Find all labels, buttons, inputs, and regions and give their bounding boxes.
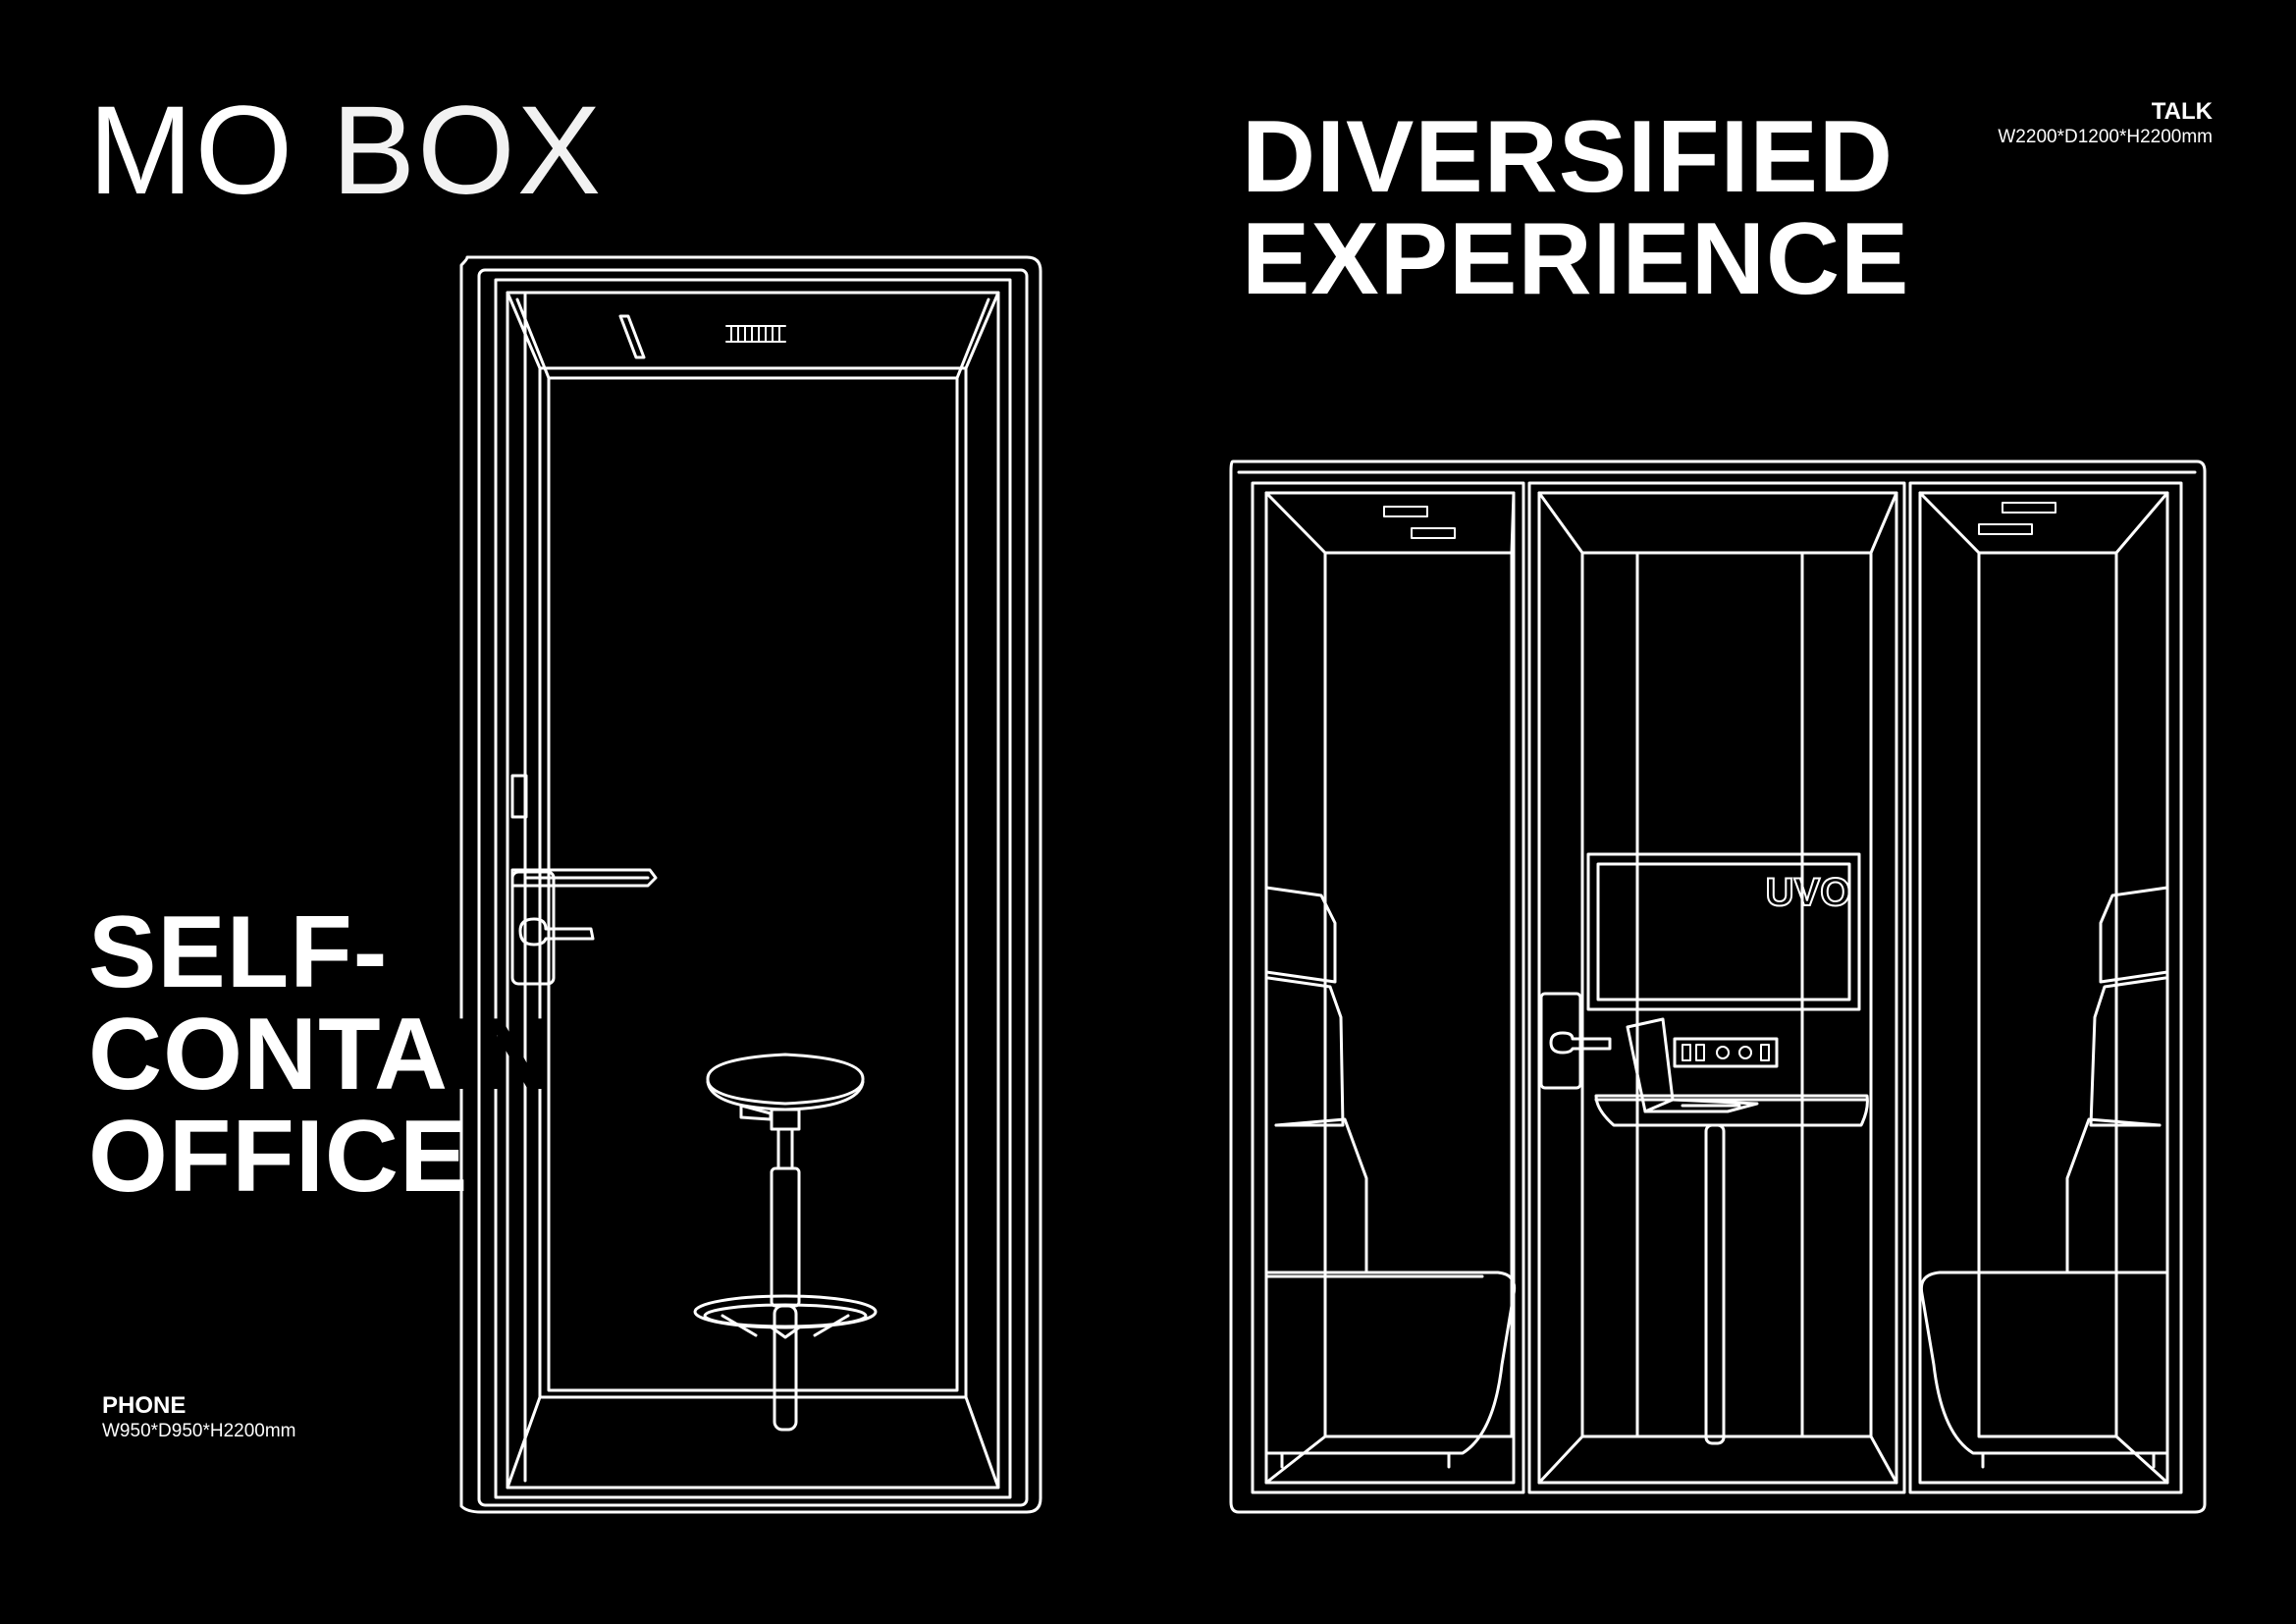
- headline-left-line1: SELF-: [88, 895, 389, 1009]
- monitor-logo: UVO: [1766, 871, 1851, 914]
- talk-booth-drawing: [1229, 460, 2207, 1514]
- headline-left-line2-dark: INED: [449, 998, 697, 1111]
- spec-phone: PHONE W950*D950*H2200mm: [102, 1392, 296, 1443]
- headline-left-line3: OFFICE: [88, 1100, 469, 1214]
- brand-part-mo: MO: [88, 81, 332, 221]
- spec-talk-title: TALK: [2151, 98, 2213, 125]
- spec-talk: TALK W2200*D1200*H2200mm: [1998, 98, 2213, 149]
- spec-phone-dimensions: W950*D950*H2200mm: [102, 1420, 296, 1441]
- spec-phone-title: PHONE: [102, 1392, 187, 1419]
- brand-logo: MO BOX: [88, 88, 603, 214]
- spec-talk-dimensions: W2200*D1200*H2200mm: [1998, 126, 2213, 147]
- headline-self-contained-office: SELF- CONTAINED OFFICE: [88, 901, 697, 1208]
- headline-diversified-experience: DIVERSIFIED EXPERIENCE: [1242, 106, 1909, 310]
- headline-right-line2: EXPERIENCE: [1242, 202, 1910, 316]
- headline-left-line2-white: CONTA: [88, 998, 450, 1111]
- headline-right-line1: DIVERSIFIED: [1242, 100, 1894, 214]
- phone-booth-drawing: [459, 255, 1042, 1514]
- brand-part-box: BOX: [331, 81, 604, 221]
